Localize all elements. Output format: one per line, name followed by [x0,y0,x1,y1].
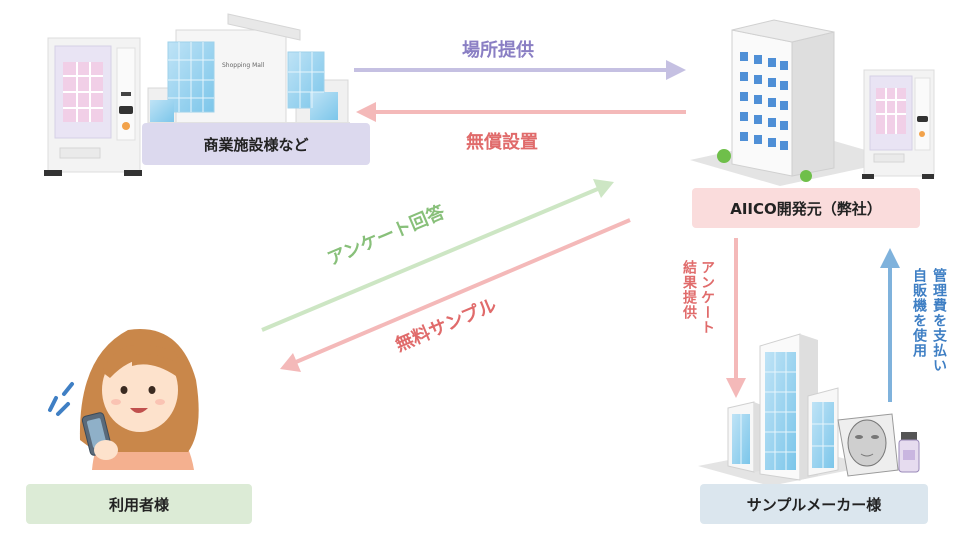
user-box: 利用者様 [26,484,252,524]
commercial-facility-label: 商業施設様など [203,135,309,154]
user-person-icon [48,329,199,470]
arrow-survey-answer [261,179,614,332]
commercial-facility-box: 商業施設様など [142,123,370,165]
vending-machine-small-icon [862,69,935,179]
place-provision-label: 場所提供 [462,40,534,61]
survey-result-label-line1: アンケート [699,260,715,335]
company-box: AIICO開発元（弊社） [692,188,920,228]
survey-result-label-line2: 結果提供 [681,260,697,320]
company-label: AIICO開発元（弊社） [730,199,882,218]
mall-sign-text: Shopping Mall [222,62,265,69]
user-label: 利用者様 [108,495,169,514]
arrow-free-sample [280,218,631,372]
sample-maker-label: サンプルメーカー様 [746,495,882,514]
face-mask-icon [837,413,899,477]
vending-machine-icon [44,37,142,176]
arrow-management-fee [880,248,900,402]
arrow-place-provision [354,60,686,80]
arrow-survey-result [726,238,746,398]
shopping-mall-icon: Shopping Mall [147,13,350,128]
arrow-free-installation [356,102,686,122]
cream-tube-icon [898,432,920,473]
sample-maker-box: サンプルメーカー様 [700,484,928,524]
office-building-icon [690,19,900,186]
management-fee-label-line2: 自販機を使用 [911,268,927,358]
free-installation-label: 無償設置 [466,132,538,153]
management-fee-label-line1: 管理費を支払い [931,268,947,373]
maker-buildings-icon [698,333,870,486]
